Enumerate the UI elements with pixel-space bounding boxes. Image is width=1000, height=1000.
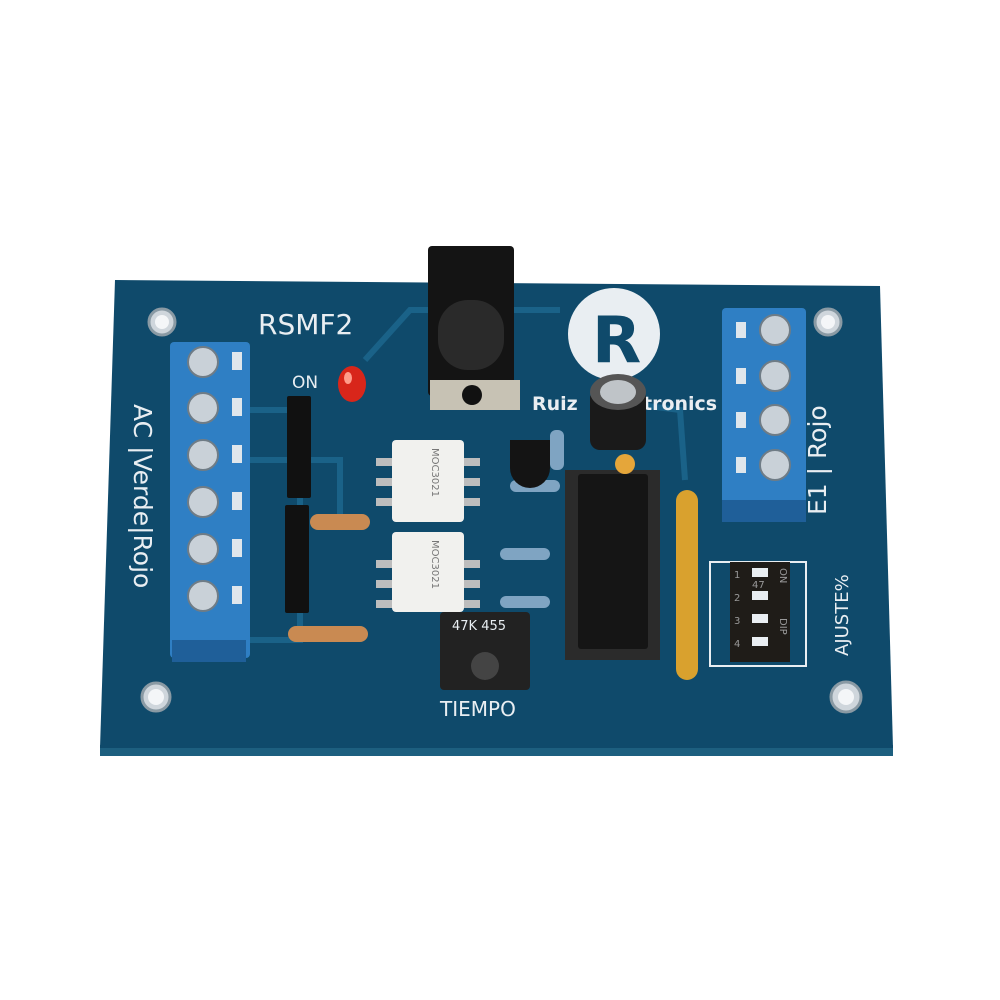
potentiometer: 47K 455 <box>440 612 530 690</box>
svg-text:47K 455: 47K 455 <box>452 619 506 634</box>
electrolytic-capacitor <box>590 374 646 450</box>
svg-text:4: 4 <box>734 639 740 650</box>
dip-switch: 1 2 3 4 47 ON DIP <box>709 561 807 667</box>
right-terminal-block <box>722 308 806 522</box>
left-terminal-label: AC |Verde|Rojo <box>128 404 157 588</box>
svg-text:ON: ON <box>777 568 788 583</box>
svg-text:2: 2 <box>734 593 740 604</box>
pot-label: TIEMPO <box>439 697 516 721</box>
svg-text:3: 3 <box>734 616 740 627</box>
left-terminal-block <box>170 342 250 662</box>
svg-text:tronics: tronics <box>643 393 717 415</box>
ruiz-logo: R Ruiz tronics <box>532 288 717 415</box>
svg-text:1: 1 <box>734 570 740 581</box>
led-label: ON <box>292 373 318 393</box>
model-label: RSMF2 <box>258 308 353 341</box>
dip-label: AJUSTE% <box>832 574 853 656</box>
status-led <box>338 366 366 402</box>
svg-text:R: R <box>592 304 641 378</box>
ic-chip <box>565 454 660 660</box>
film-capacitor <box>676 490 698 680</box>
svg-text:47: 47 <box>752 580 765 591</box>
right-terminal-label: E1 | Rojo <box>803 405 832 515</box>
transistor <box>510 440 550 488</box>
svg-text:Ruiz: Ruiz <box>532 393 578 415</box>
svg-text:DIP: DIP <box>777 618 788 635</box>
optocoupler-chips: MOC3021 MOC3021 <box>376 440 480 612</box>
dc-power-jack <box>428 246 520 410</box>
resistors <box>288 430 564 642</box>
pin-headers <box>285 396 311 613</box>
svg-text:MOC3021: MOC3021 <box>429 448 440 497</box>
svg-text:MOC3021: MOC3021 <box>429 540 440 589</box>
